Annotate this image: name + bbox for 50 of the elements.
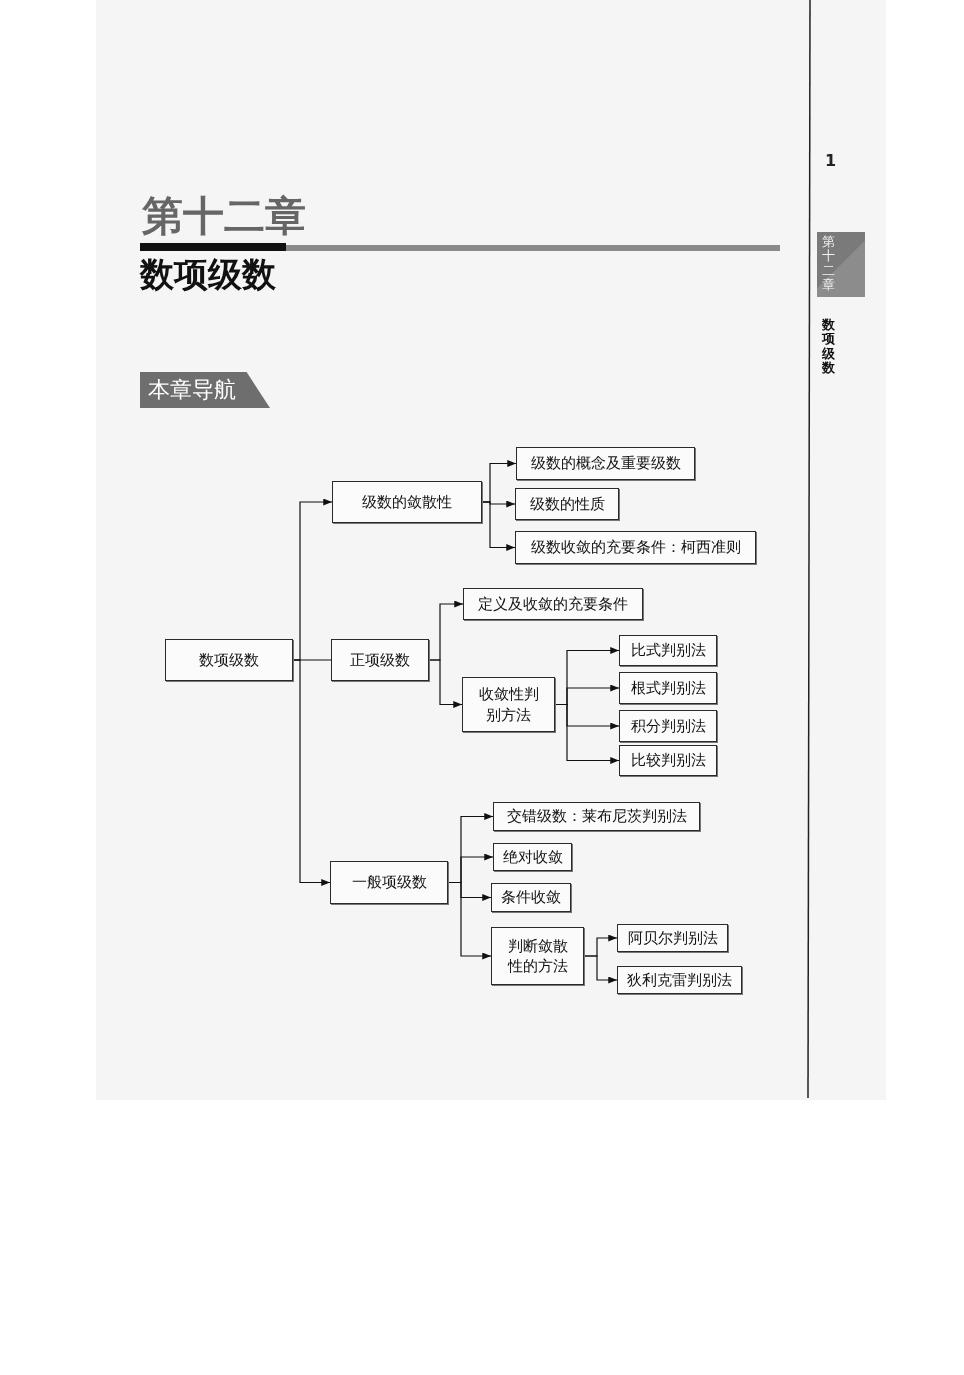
topic-box	[619, 672, 717, 704]
topic-text: 比较判别法	[630, 750, 706, 771]
topic-box	[619, 635, 717, 666]
topic-text: 条件收敛	[501, 887, 561, 908]
topic-text: 级数的性质	[529, 493, 605, 515]
arrow	[292, 659, 331, 886]
arrow	[447, 881, 492, 960]
section-side-title: 数项级数	[822, 318, 835, 376]
topic-text: 比式判别法	[630, 640, 706, 661]
topic-box	[332, 481, 482, 523]
topic-box	[515, 531, 756, 564]
topic-box	[330, 861, 448, 904]
topic-box	[515, 488, 619, 520]
section-banner: 本章导航	[140, 372, 270, 408]
topic-text: 收敛性判别方法	[477, 684, 540, 725]
topic-text: 交错级数：莱布尼茨判别法	[506, 806, 687, 827]
topic-text: 定义及收敛的充要条件	[478, 593, 628, 615]
topic-box	[493, 843, 572, 871]
topic-text: 判断敛散性的方法	[506, 935, 569, 977]
topic-box	[165, 639, 293, 681]
topic-text: 正项级数	[350, 649, 410, 671]
topic-box	[462, 677, 555, 732]
topic-box	[491, 883, 571, 912]
topic-text: 级数的敛散性	[362, 491, 452, 513]
topic-text: 积分判别法	[630, 715, 706, 737]
topic-text: 狄利克雷判别法	[627, 969, 732, 991]
topic-box	[619, 745, 717, 776]
topic-box	[463, 588, 643, 620]
page-number: 1	[825, 151, 837, 170]
topic-text: 根式判别法	[630, 677, 706, 699]
topic-text: 一般项级数	[351, 872, 427, 893]
topic-text: 阿贝尔判别法	[627, 927, 718, 949]
arrow	[428, 659, 463, 708]
topic-box	[619, 710, 717, 742]
topic-text: 级数收敛的充要条件：柯西准则	[530, 537, 741, 558]
topic-text: 数项级数	[199, 649, 259, 671]
topic-text: 绝对收敛	[502, 846, 563, 868]
topic-box	[516, 447, 695, 480]
chapter-number: 第十二章	[142, 191, 306, 242]
topic-box	[491, 927, 584, 985]
topic-box	[617, 966, 742, 994]
topic-box	[493, 802, 700, 831]
chapter-title: 数项级数	[140, 253, 276, 296]
arrow	[481, 501, 516, 551]
arrow	[583, 955, 618, 984]
topic-text: 级数的概念及重要级数	[530, 453, 681, 474]
topic-box	[617, 924, 728, 952]
topic-box	[331, 639, 429, 681]
chapter-tab: 第十二章	[817, 232, 865, 298]
arrow	[554, 703, 620, 764]
